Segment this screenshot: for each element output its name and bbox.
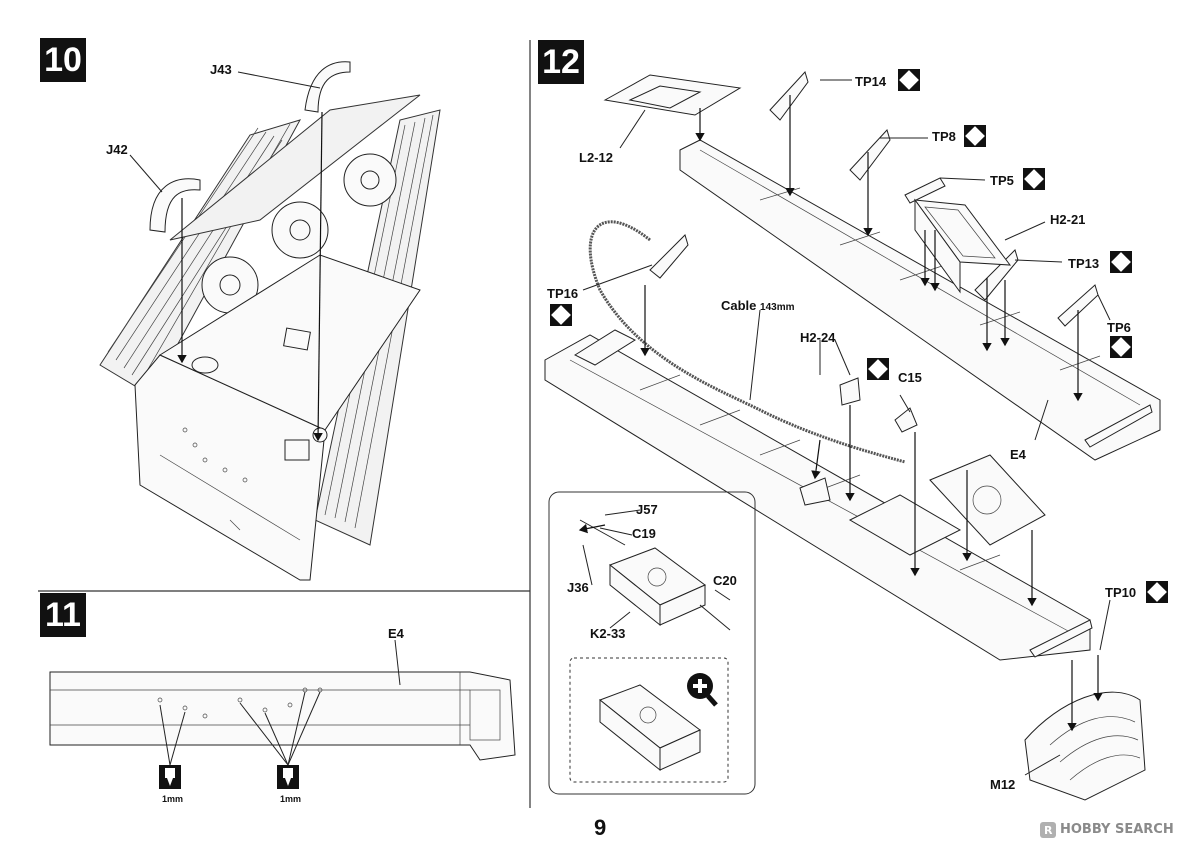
part-label-tp16: TP16	[547, 286, 579, 301]
part-label-j57: J57	[636, 502, 658, 517]
drill-icon	[277, 765, 299, 789]
watermark-logo-icon: R	[1040, 822, 1056, 838]
drill-icon	[159, 765, 181, 789]
tp-symbol-icon	[1023, 168, 1045, 190]
svg-text:R: R	[1044, 824, 1053, 837]
tp-symbol-icon	[867, 358, 889, 380]
jerrycan-drawing	[578, 509, 731, 772]
tp-symbol-icon	[964, 125, 986, 147]
part-label-tp13: TP13	[1068, 256, 1100, 271]
tp-symbol-icon	[898, 69, 920, 91]
part-label-l2-12: L2-12	[579, 150, 613, 165]
part-label-k2-33: K2-33	[590, 626, 626, 641]
step-number-12: 12	[538, 40, 584, 84]
part-label-h2-24: H2-24	[800, 330, 836, 345]
part-label-c20: C20	[713, 573, 737, 588]
page-number: 9	[594, 815, 607, 840]
drill-size-label: 1mm	[280, 794, 302, 804]
part-label-e4: E4	[1010, 447, 1026, 462]
part-label-tp14: TP14	[855, 74, 887, 89]
step11-plate-drawing	[49, 639, 516, 766]
tp-symbol-icon	[550, 304, 572, 326]
part-label-e4: E4	[388, 626, 404, 641]
part-label-c19: C19	[632, 526, 656, 541]
magnify-plus-icon	[687, 673, 718, 707]
part-label-j43: J43	[210, 62, 232, 77]
inset-zoom-frame	[569, 657, 729, 783]
watermark-text: HOBBY SEARCH	[1060, 822, 1174, 837]
drill-size-label: 1mm	[162, 794, 184, 804]
part-label-tp5: TP5	[990, 173, 1014, 188]
part-label-tp10: TP10	[1105, 585, 1137, 600]
part-label-c15: C15	[898, 370, 922, 385]
step12-fender-drawing	[544, 71, 1161, 801]
part-label-j42: J42	[106, 142, 128, 157]
cable-name: Cable	[721, 298, 757, 313]
tp-symbol-icon	[1110, 251, 1132, 273]
cable-length: 143mm	[760, 302, 795, 313]
tp-symbol-icon	[1146, 581, 1168, 603]
tp-symbol-icon	[1110, 336, 1132, 358]
part-label-m12: M12	[990, 777, 1016, 792]
step10-hull-drawing	[99, 61, 441, 581]
step-number-11: 11	[40, 593, 86, 637]
part-label-h2-21: H2-21	[1050, 212, 1086, 227]
part-label-tp6: TP6	[1107, 320, 1131, 335]
part-label-j36: J36	[567, 580, 589, 595]
inset-frame	[548, 491, 756, 795]
part-label-cable: Cable 143mm	[721, 298, 795, 313]
step-number-10: 10	[40, 38, 86, 82]
part-label-tp8: TP8	[932, 129, 956, 144]
